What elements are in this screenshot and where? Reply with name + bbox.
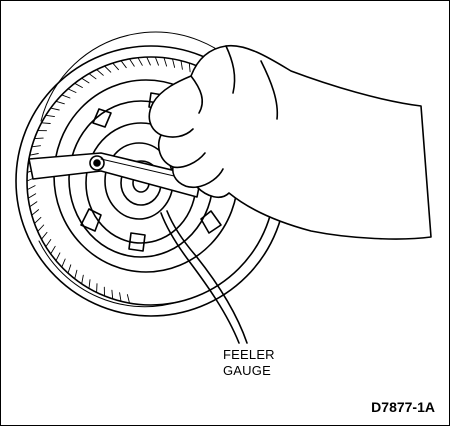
knurl-tooth: [105, 66, 111, 72]
knurl-tooth: [97, 70, 104, 76]
figure-code: D7877-1A: [371, 399, 435, 415]
knurl-tooth: [189, 63, 190, 72]
knurl-tooth: [75, 270, 77, 279]
knurl-tooth: [32, 210, 39, 216]
knurl-tooth: [46, 115, 55, 116]
knurl-tooth: [127, 295, 129, 304]
hand: [149, 46, 431, 239]
knurl-tooth: [62, 95, 70, 98]
knurl-tooth: [38, 225, 44, 231]
callout-line-2: GAUGE: [223, 363, 303, 379]
knurl-tooth: [89, 74, 96, 79]
knurl-tooth: [181, 61, 182, 70]
knurl-tooth: [82, 275, 84, 284]
knurl-tooth: [68, 89, 76, 93]
knurl-tooth: [32, 146, 41, 147]
knurl-tooth: [30, 154, 39, 156]
knurl-tooth: [120, 293, 121, 302]
knurl-tooth: [112, 290, 113, 299]
knurl-tooth: [42, 123, 51, 124]
knurl-tooth: [28, 194, 36, 199]
knurl-tooth: [89, 280, 90, 289]
knurl-tooth: [75, 83, 83, 87]
knurl-tooth: [138, 58, 142, 66]
callout-line-1: FEELER: [223, 347, 303, 363]
knurl-tooth: [27, 186, 35, 190]
knurl-tooth: [51, 108, 60, 110]
knurl-tooth: [42, 232, 48, 239]
knurl-tooth: [68, 265, 71, 273]
knurl-tooth: [35, 217, 41, 223]
knurl-tooth: [35, 138, 44, 139]
knurl-tooth: [56, 253, 60, 261]
knurl-tooth: [173, 59, 175, 68]
knurl-tooth: [147, 57, 151, 65]
knurl-tooth: [113, 63, 119, 70]
knurl-tooth: [121, 61, 126, 68]
knurl-tooth: [164, 58, 167, 66]
knurl-tooth: [130, 59, 135, 66]
knurl-tooth: [30, 202, 37, 207]
knurl-tooth: [62, 259, 65, 267]
knurl-tooth: [51, 246, 56, 254]
knurl-tooth: [82, 78, 89, 83]
feeler-gauge-callout: FEELER GAUGE: [223, 347, 303, 379]
knurl-tooth: [46, 240, 51, 247]
knurl-tooth: [56, 101, 64, 104]
knurl-tooth: [155, 57, 158, 65]
